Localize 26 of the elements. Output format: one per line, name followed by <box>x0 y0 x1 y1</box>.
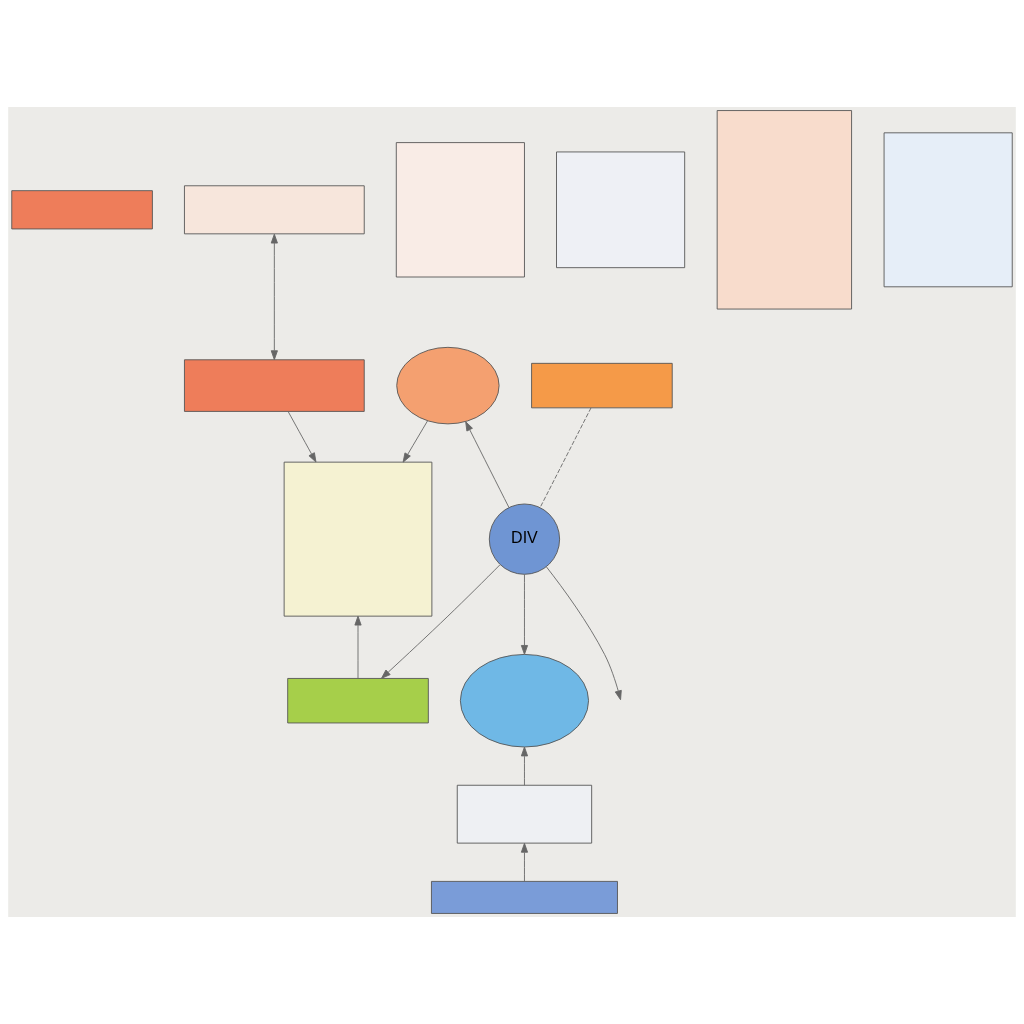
node-box <box>184 359 365 412</box>
connector <box>539 407 592 508</box>
node-box <box>456 784 593 844</box>
arrow <box>520 573 529 655</box>
node-circle <box>459 653 589 748</box>
arrow <box>546 566 622 701</box>
arrow <box>520 746 529 786</box>
node-box <box>531 362 673 409</box>
node-box <box>883 132 1013 288</box>
node-box <box>716 110 853 310</box>
node-box <box>11 190 153 230</box>
arrow <box>381 564 501 679</box>
arrow <box>287 411 317 463</box>
node-circle: DIV <box>488 503 561 575</box>
node-box <box>184 185 365 235</box>
arrow <box>354 615 362 679</box>
arrow <box>520 842 529 882</box>
node-box <box>395 142 525 278</box>
arrow <box>465 421 510 508</box>
arrow <box>402 420 428 463</box>
arrow <box>270 233 278 361</box>
node-box <box>431 880 618 914</box>
node-box <box>283 461 433 617</box>
node-circle <box>396 346 500 425</box>
node-box <box>287 678 429 724</box>
node-box <box>556 151 686 269</box>
